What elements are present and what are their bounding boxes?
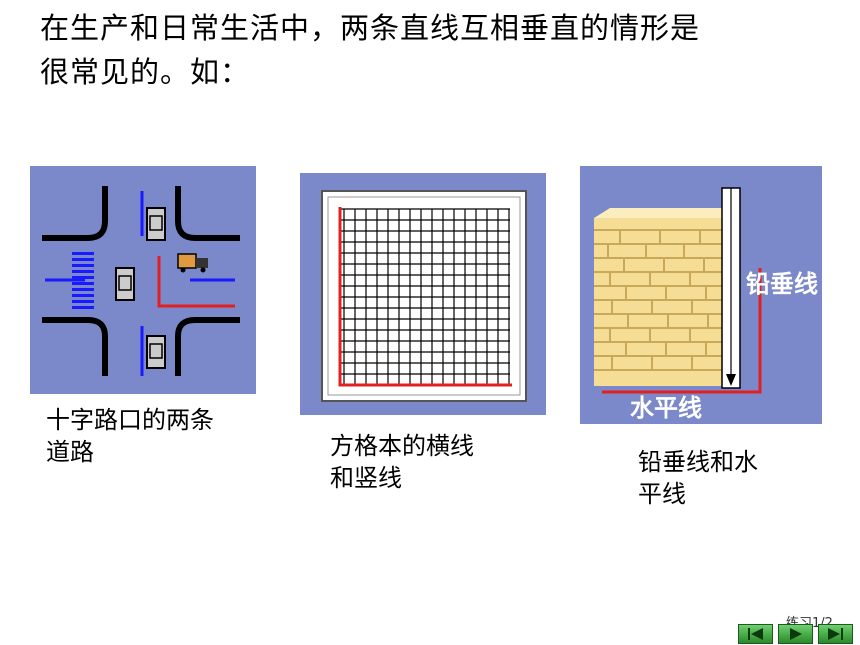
heading-line-1: 在生产和日常生活中，两条直线互相垂直的情形是 bbox=[40, 11, 701, 45]
wall-caption-line-2: 平线 bbox=[638, 480, 686, 508]
horizontal-line-label: 水平线 bbox=[630, 394, 702, 422]
brick-wall-image: 铅垂线 水平线 bbox=[580, 166, 822, 424]
grid-caption-line-2: 和竖线 bbox=[330, 464, 402, 492]
next-skip-icon bbox=[828, 628, 843, 640]
crossroads-caption: 十字路口的两条 道路 bbox=[46, 404, 256, 468]
play-triangle-icon bbox=[790, 628, 802, 640]
plumb-line-label: 铅垂线 bbox=[746, 270, 818, 298]
prev-button[interactable] bbox=[738, 624, 773, 644]
wall-caption-line-1: 铅垂线和水 bbox=[638, 448, 758, 476]
grid-caption: 方格本的横线 和竖线 bbox=[330, 430, 520, 494]
play-button[interactable] bbox=[778, 624, 813, 644]
crossroads-caption-line-1: 十字路口的两条 bbox=[46, 406, 214, 434]
crossroads-image bbox=[30, 166, 256, 394]
grid-notebook-image bbox=[300, 173, 546, 415]
next-button[interactable] bbox=[818, 624, 853, 644]
crossroads-caption-line-2: 道路 bbox=[46, 438, 94, 466]
heading: 在生产和日常生活中，两条直线互相垂直的情形是 很常见的。如： bbox=[40, 6, 820, 94]
wall-caption: 铅垂线和水 平线 bbox=[638, 446, 808, 510]
prev-triangle-icon bbox=[748, 628, 763, 640]
heading-line-2: 很常见的。如： bbox=[40, 55, 251, 89]
grid-caption-line-1: 方格本的横线 bbox=[330, 432, 474, 460]
